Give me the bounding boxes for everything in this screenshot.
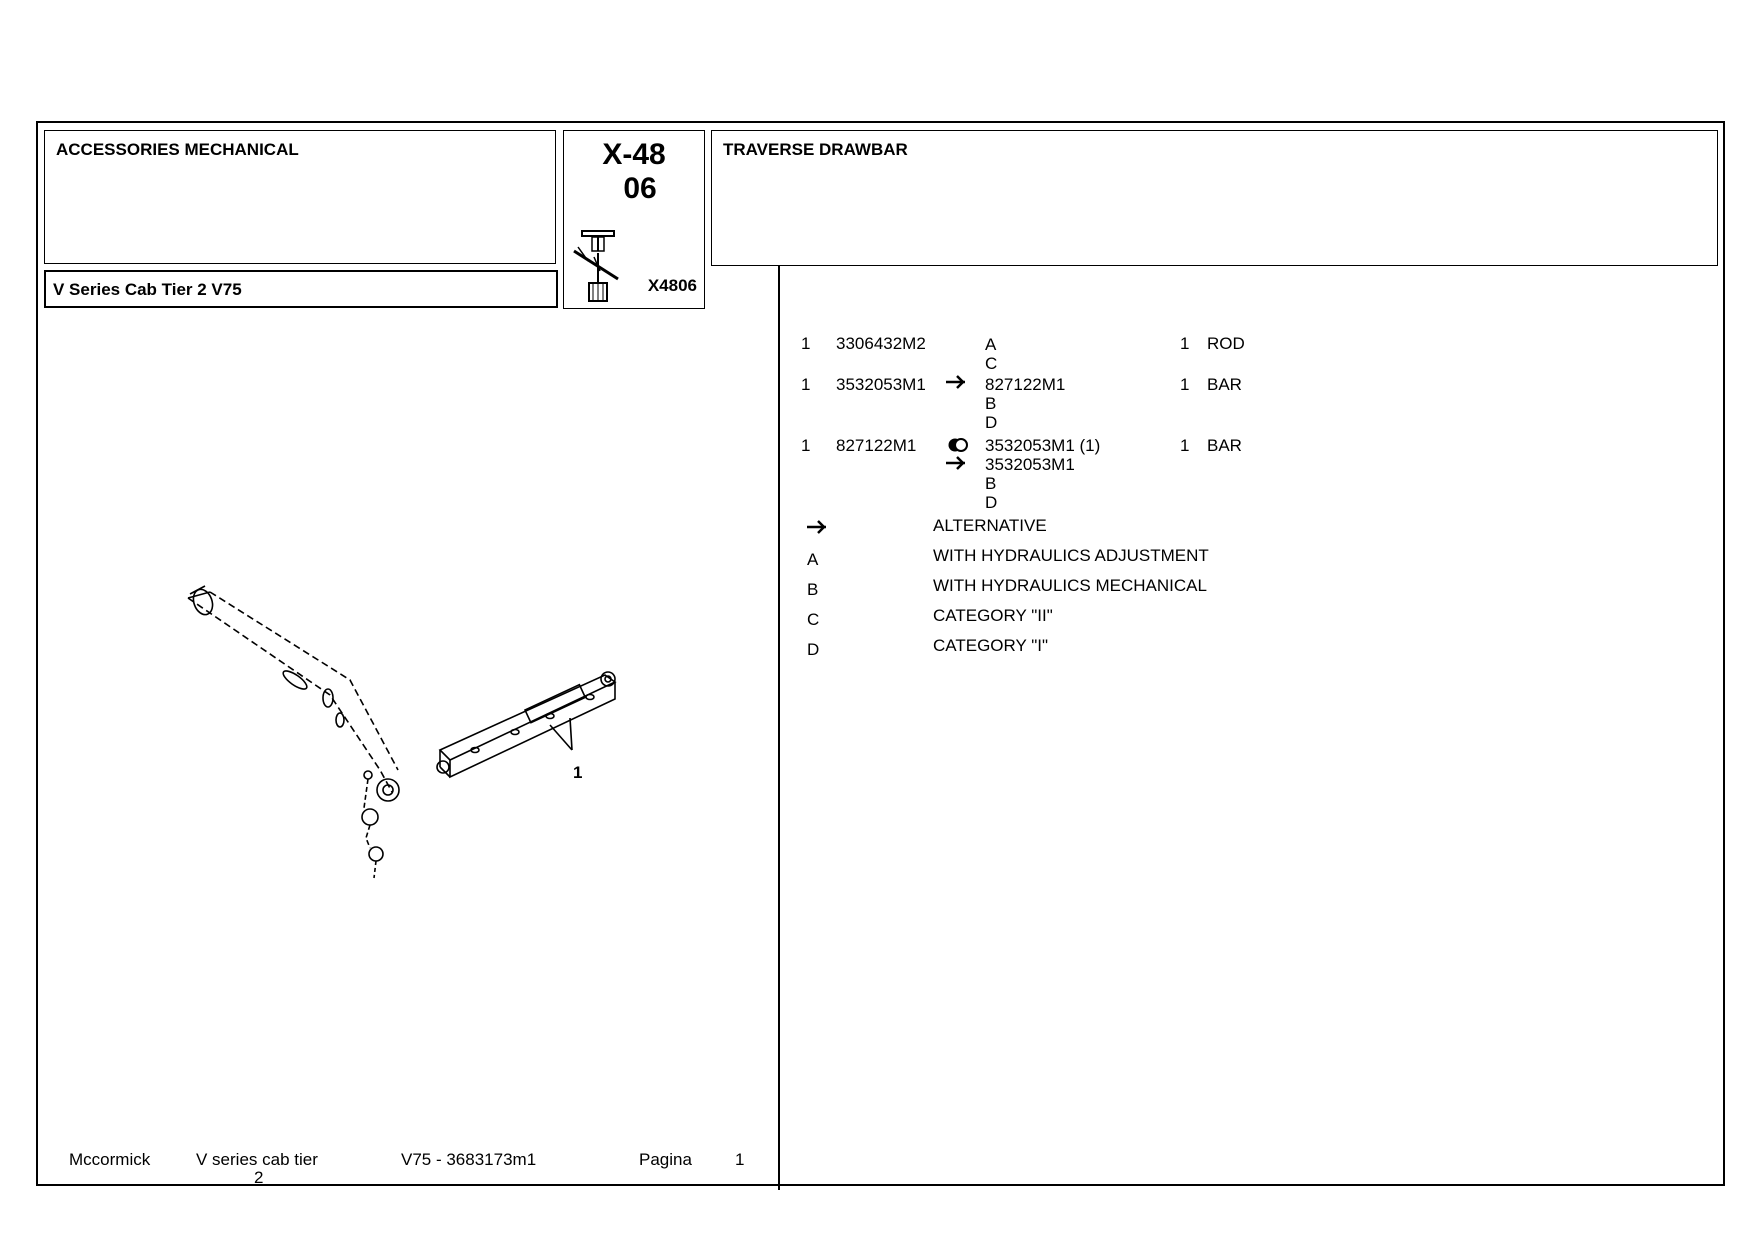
group-sub-code: 06 (623, 172, 657, 205)
model-box: V Series Cab Tier 2 V75 (44, 270, 558, 308)
alternative-icon (807, 520, 826, 534)
part-number: 827122M1 (836, 436, 917, 455)
part-number: 3306432M2 (836, 334, 926, 353)
legend-text: WITH HYDRAULICS ADJUSTMENT (933, 546, 1209, 565)
footer-model-code: V75 - 3683173m1 (401, 1150, 537, 1169)
ref-code: C (985, 354, 998, 373)
ref-code: D (985, 493, 998, 512)
part-description: ROD (1207, 334, 1245, 353)
footer-page-number: 1 (735, 1150, 745, 1169)
alternative-icon (946, 456, 965, 470)
row-qty-ref: 1 (801, 436, 811, 455)
model-label: V Series Cab Tier 2 V75 (53, 280, 242, 299)
row-qty: 1 (1180, 334, 1190, 353)
drawbar-diagram: 1 (187, 585, 617, 879)
footer-series: V series cab tier (196, 1150, 318, 1169)
legend-text: CATEGORY "I" (933, 636, 1049, 655)
column-divider (778, 266, 780, 1190)
ref-code: A (985, 335, 997, 354)
row-qty-ref: 1 (801, 375, 811, 394)
page-frame (36, 121, 1725, 1186)
replaced-icon (948, 438, 968, 452)
ref-code: B (985, 394, 997, 413)
diagram-callout: 1 (573, 763, 582, 782)
page-title-box: TRAVERSE DRAWBAR (711, 130, 1718, 266)
legend-text: WITH HYDRAULICS MECHANICAL (933, 576, 1207, 595)
legend-text: ALTERNATIVE (933, 516, 1047, 535)
ref-code: 827122M1 (985, 375, 1066, 394)
part-description: BAR (1207, 375, 1242, 394)
ref-code: 3532053M1 (1) (985, 436, 1101, 455)
legend-text: CATEGORY "II" (933, 606, 1053, 625)
section-title-box: ACCESSORIES MECHANICAL (44, 130, 556, 264)
legend-key: B (807, 580, 819, 599)
group-code: X-48 (602, 138, 666, 171)
row-qty: 1 (1180, 436, 1190, 455)
row-qty: 1 (1180, 375, 1190, 394)
page-title: TRAVERSE DRAWBAR (723, 140, 908, 159)
legend-key: D (807, 640, 820, 659)
group-id: X4806 (647, 276, 697, 295)
footer-page-label: Pagina (639, 1150, 692, 1169)
alternative-icon (946, 375, 965, 389)
section-title: ACCESSORIES MECHANICAL (56, 140, 299, 159)
footer-brand: Mccormick (69, 1150, 151, 1169)
legend-key: A (807, 550, 819, 569)
part-number: 3532053M1 (836, 375, 926, 394)
footer-series-line2: 2 (254, 1168, 264, 1187)
group-code-box: X-48 06 X4806 (563, 130, 705, 309)
legend-key: C (807, 610, 820, 629)
part-description: BAR (1207, 436, 1242, 455)
row-qty-ref: 1 (801, 334, 811, 353)
ref-code: 3532053M1 (985, 455, 1075, 474)
ref-code: B (985, 474, 997, 493)
pin-part-icon (573, 230, 619, 302)
ref-code: D (985, 413, 998, 432)
